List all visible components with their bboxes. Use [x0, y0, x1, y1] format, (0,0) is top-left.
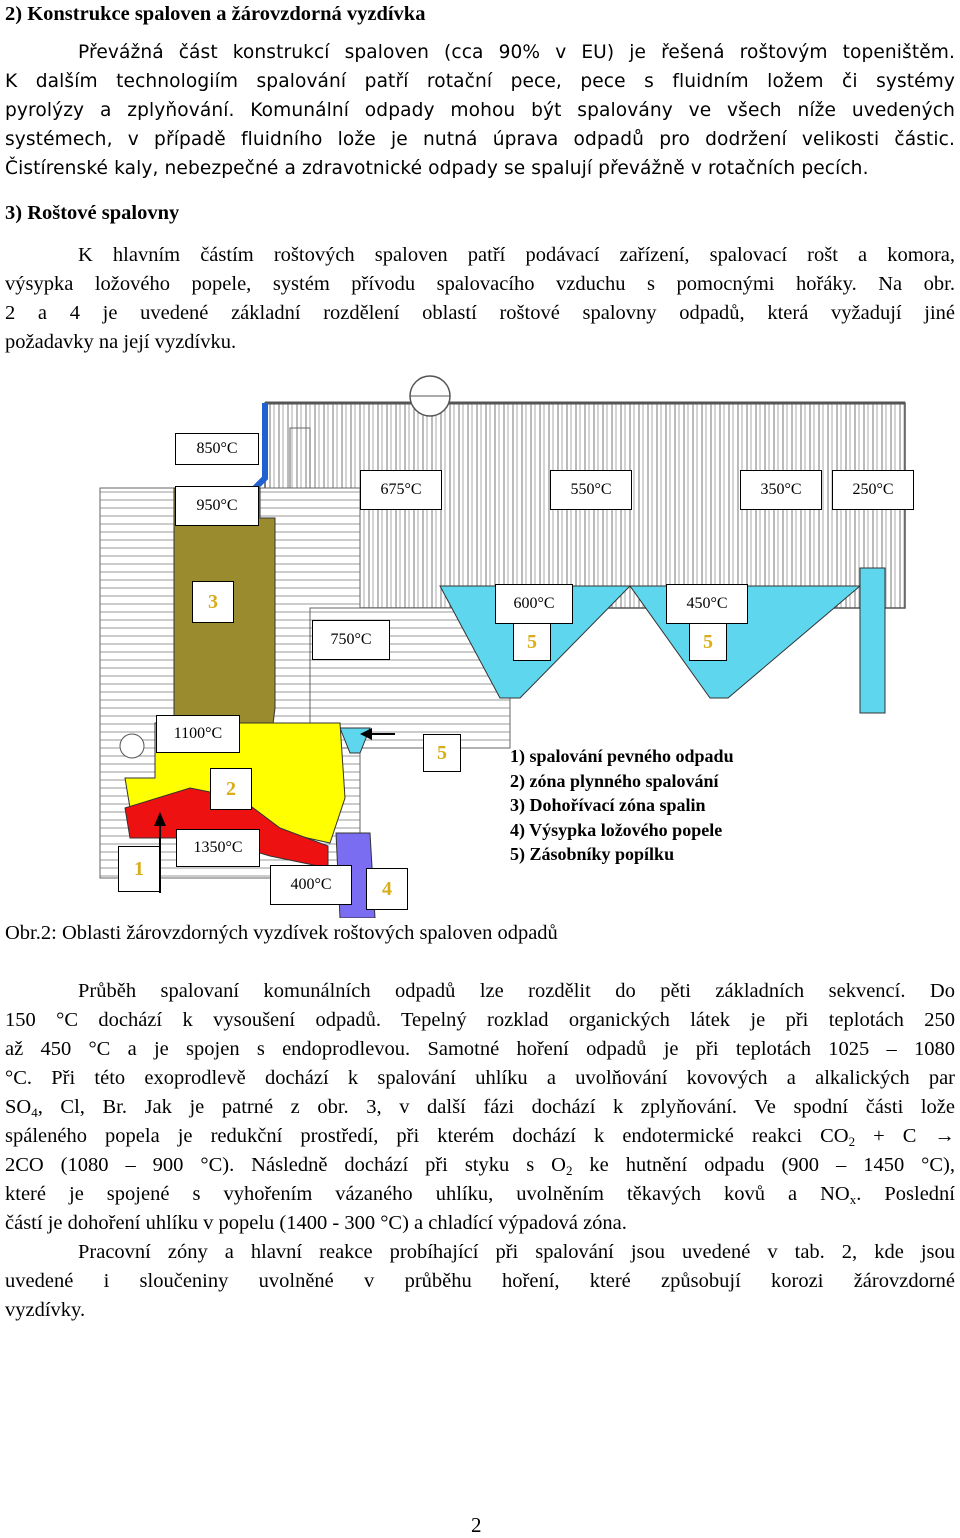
text-line: systémech, v případě fluidního lože je n… [5, 129, 955, 150]
text-run: SO [5, 1096, 32, 1118]
temp-label: 400°C [270, 865, 352, 905]
text-line: 2 a 4 je uvedené základní rozdělení obla… [5, 302, 955, 324]
text-line: až 450 °C a je spojen s endoprodlevou. S… [5, 1038, 955, 1060]
text-line: K hlavním částím roštových spaloven patř… [78, 244, 955, 266]
text-line: uvedené i sloučeniny uvolněné v průběhu … [5, 1270, 955, 1292]
text-run: . Poslední [856, 1183, 956, 1205]
zone-number-1: 1 [118, 846, 160, 892]
text-line: Převážná část konstrukcí spaloven (cca 9… [78, 42, 955, 63]
section-2-heading: 2) Konstrukce spaloven a žárovzdorná vyz… [5, 3, 426, 25]
temp-label: 1100°C [156, 715, 240, 753]
legend-item: 2) zóna plynného spalování [510, 770, 719, 791]
subscript: 2 [565, 1163, 573, 1178]
figure-caption: Obr.2: Oblasti žárovzdorných vyzdívek ro… [5, 922, 558, 944]
text-line: vyzdívky. [5, 1299, 86, 1321]
text-line: částí je dohoření uhlíku v popelu (1400 … [5, 1212, 627, 1234]
legend-item: 1) spalování pevného odpadu [510, 746, 734, 766]
temp-label: 850°C [175, 433, 259, 465]
temp-label: 250°C [832, 470, 914, 510]
body-paragraph-1: Průběh spalovaní komunálních odpadů lze … [5, 977, 955, 1325]
zone-number-5: 5 [689, 623, 727, 661]
temp-label: 350°C [740, 470, 822, 510]
text-line: výsypka ložového popele, systém přívodu … [5, 273, 955, 295]
text-line: Průběh spalovaní komunálních odpadů lze … [78, 980, 955, 1002]
legend-item: 4) Výsypka ložového popele [510, 819, 723, 840]
text-line: požadavky na její vyzdívku. [5, 331, 237, 353]
temp-label: 675°C [360, 470, 442, 510]
incinerator-diagram: 850°C 950°C 675°C 550°C 350°C 250°C 600°… [70, 368, 925, 919]
zone-number-3: 3 [192, 581, 234, 623]
section-3-paragraph: K hlavním částím roštových spaloven patř… [5, 241, 955, 357]
text-line: které je spojené s vyhořením vázaného uh… [5, 1180, 955, 1209]
text-run: které je spojené s vyhořením vázaného uh… [5, 1183, 850, 1205]
zone-number-5: 5 [423, 734, 461, 772]
section-2-paragraph: Převážná část konstrukcí spaloven (cca 9… [5, 38, 955, 183]
zone-number-2: 2 [210, 768, 252, 810]
legend-item: 3) Dohořívací zóna spalin [510, 795, 706, 815]
text-run: 2CO (1080 – 900 °C). Následně dochází př… [5, 1154, 566, 1176]
incinerator-drawing [99, 375, 906, 919]
text-line: 2CO (1080 – 900 °C). Následně dochází př… [5, 1151, 955, 1180]
text-run: ke hutnění odpadu (900 – 1450 °C), [572, 1154, 955, 1176]
temp-label: 750°C [312, 620, 390, 660]
text-run: spáleného popela je redukční prostředí, … [5, 1125, 849, 1147]
text-line: 150 °C dochází k vysoušení odpadů. Tepel… [5, 1009, 955, 1031]
text-run: + C → [855, 1125, 955, 1147]
zone-number-4: 4 [366, 868, 408, 910]
text-line: SO4, Cl, Br. Jak je patrné z obr. 3, v d… [5, 1093, 955, 1122]
zone-number-5: 5 [513, 623, 551, 661]
text-line: K dalším technologiím spalování patří ro… [5, 71, 955, 92]
temp-label: 550°C [550, 470, 632, 510]
temp-label: 450°C [666, 584, 748, 624]
subscript: 2 [848, 1134, 856, 1149]
text-line: °C. Při této exoprodlevě dochází k spalo… [5, 1067, 955, 1089]
legend-item: 5) Zásobníky popílku [510, 844, 675, 864]
temp-label: 600°C [495, 584, 573, 624]
section-3-heading: 3) Roštové spalovny [5, 202, 180, 224]
subscript: x [849, 1192, 857, 1207]
temp-label: 1350°C [176, 829, 260, 867]
subscript: 4 [31, 1105, 38, 1120]
text-run: , Cl, Br. Jak je patrné z obr. 3, v dalš… [37, 1096, 955, 1118]
text-line: pyrolýzy a zplyňování. Komunální odpady … [5, 100, 955, 121]
text-line: spáleného popela je redukční prostředí, … [5, 1122, 955, 1151]
temp-label: 950°C [175, 486, 259, 526]
page-number: 2 [471, 1513, 482, 1537]
text-line: Pracovní zóny a hlavní reakce probíhajíc… [78, 1241, 955, 1263]
text-line: Čistírenské kaly, nebezpečné a zdravotni… [5, 158, 869, 179]
figure-legend: 1) spalování pevného odpadu 2) zóna plyn… [510, 744, 734, 867]
